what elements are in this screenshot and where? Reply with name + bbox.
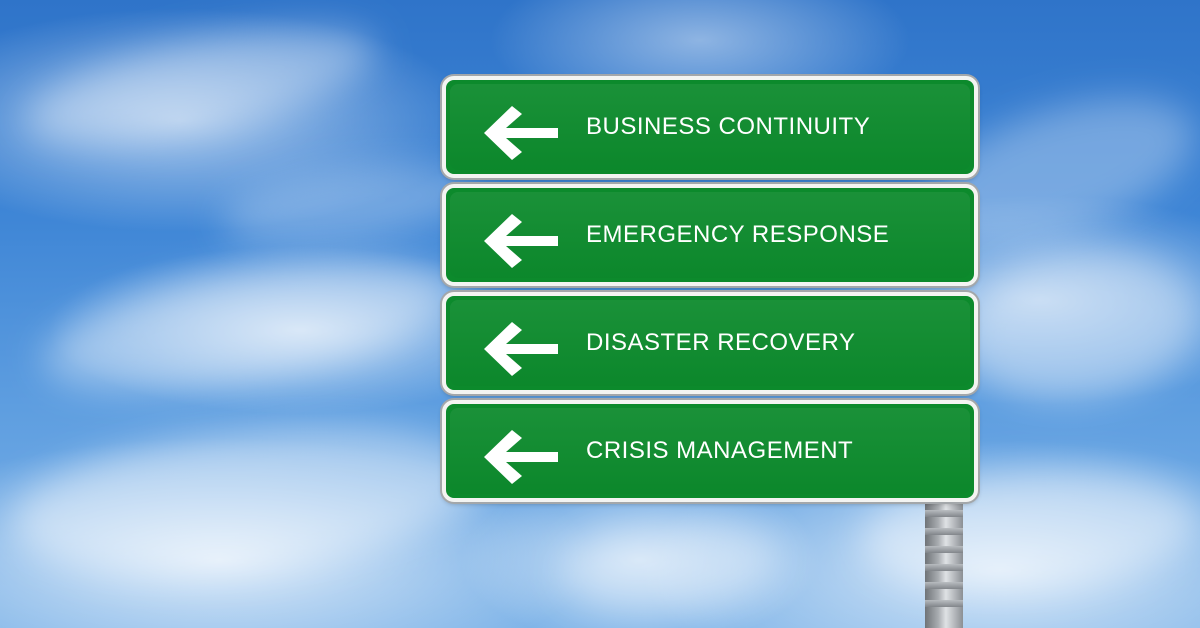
pole-ring [925,546,963,553]
pole-ring [925,600,963,607]
sign-label: CRISIS MANAGEMENT [586,437,854,464]
sign-pole [925,500,963,628]
disaster-recovery-sign: DISASTER RECOVERY [442,292,978,394]
crisis-management-sign: CRISIS MANAGEMENT [442,400,978,502]
pole-ring [925,528,963,535]
left-arrow-icon [484,106,558,160]
cloud [33,234,467,416]
left-arrow-icon [484,430,558,484]
pole-ring [925,582,963,589]
cloud [556,510,784,620]
business-continuity-sign: BUSINESS CONTINUITY [442,76,978,178]
sign-label: DISASTER RECOVERY [586,329,856,356]
emergency-response-sign: EMERGENCY RESPONSE [442,184,978,286]
left-arrow-icon [484,214,558,268]
left-arrow-icon [484,322,558,376]
pole-ring [925,510,963,517]
pole-ring [925,564,963,571]
cloud [14,3,386,167]
cloud [950,234,1200,416]
sign-label: EMERGENCY RESPONSE [586,221,890,248]
sign-label: BUSINESS CONTINUITY [586,113,871,140]
cloud [3,405,487,595]
